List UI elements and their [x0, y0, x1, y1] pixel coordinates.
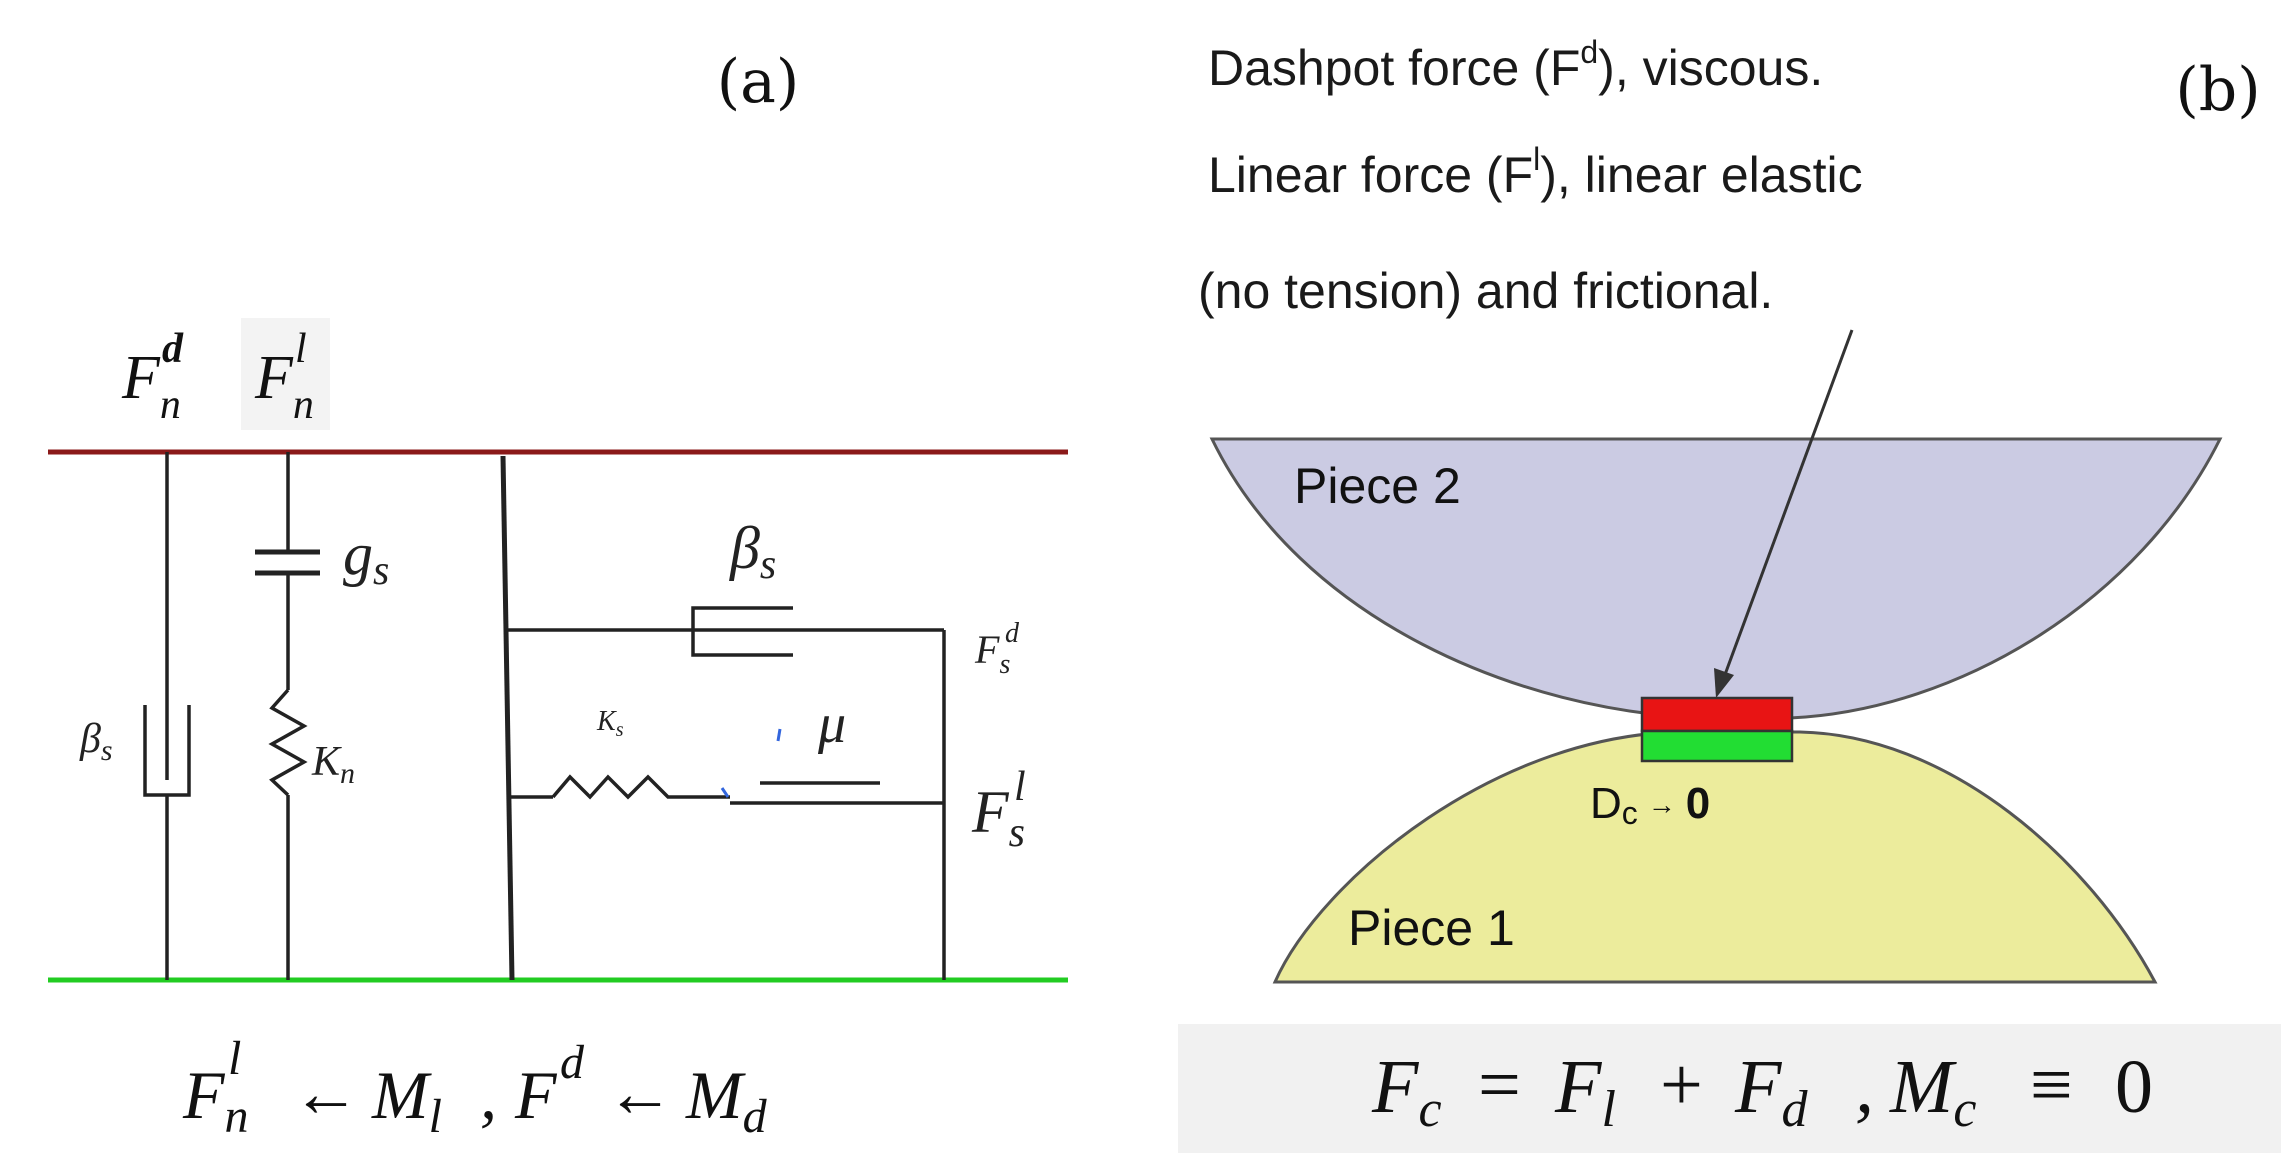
- eq-a-arrow1: ←: [292, 1055, 360, 1131]
- eq-b-comma: ,: [1855, 1045, 1874, 1129]
- eq-b-zero: 0: [2115, 1045, 2153, 1129]
- eq-a-term1: Fn: [182, 1057, 249, 1143]
- panel-b-label: (b): [2175, 55, 2260, 125]
- normal-spring-label: Kn: [311, 739, 355, 790]
- shear-force-d-label: Fs: [974, 627, 1010, 680]
- panel-a: (a) Fn d Fn l: [48, 47, 1068, 1143]
- eq-b-term1: Fc: [1371, 1045, 1442, 1138]
- eq-b-eq: =: [1478, 1043, 1521, 1127]
- top-label-fnl: Fn: [254, 344, 314, 428]
- shear-damper-cup: [691, 606, 793, 657]
- eq-a-term1-sup: l: [228, 1032, 241, 1085]
- contact-label: Dc→0: [1590, 779, 1710, 831]
- panel-b: (b) Dashpot force (Fd), viscous. Linear …: [1178, 34, 2281, 1153]
- top-label-fnl-sup: l: [295, 326, 307, 372]
- shear-force-l-sup: l: [1014, 764, 1026, 810]
- eq-b-term3: Fd: [1734, 1045, 1808, 1138]
- shear-spring-label: Ks: [596, 706, 624, 741]
- eq-b-equiv: ≡: [2030, 1043, 2073, 1127]
- eq-b-plus: +: [1660, 1043, 1703, 1127]
- top-label-fnd: Fn: [121, 344, 181, 428]
- shear-spring-zigzag: [551, 774, 680, 800]
- description-line-3: (no tension) and frictional.: [1198, 263, 1773, 319]
- gap-label: gs: [343, 521, 389, 594]
- shear-main-bar: [500, 455, 515, 981]
- piece-1-label: Piece 1: [1348, 900, 1515, 956]
- top-label-highlight: [241, 318, 330, 430]
- contact-element-bottom: [1640, 729, 1794, 763]
- shear-force-d-sup: d: [1005, 618, 1020, 649]
- equation-b-background: [1178, 1024, 2281, 1153]
- eq-a-term3-sup: d: [560, 1036, 585, 1089]
- description-line-2: Linear force (Fl), linear elastic: [1208, 141, 1863, 203]
- normal-spring-zigzag: [268, 688, 308, 797]
- eq-a-term3: F: [514, 1057, 558, 1133]
- pointer-arrow-line: [1721, 329, 1854, 681]
- normal-damper-label: βs: [79, 716, 113, 767]
- eq-a-arrow2: ←: [606, 1055, 674, 1131]
- contact-element-top: [1640, 696, 1794, 733]
- eq-b-term4: Mc: [1889, 1045, 1976, 1138]
- eq-b-term2: Fl: [1554, 1045, 1616, 1138]
- eq-a-term2: Ml: [371, 1057, 442, 1143]
- blue-mark-1: [776, 728, 782, 742]
- eq-a-comma: ,: [480, 1057, 497, 1133]
- panel-a-label: (a): [717, 47, 800, 117]
- top-label-fnd-sup: d: [162, 326, 184, 372]
- piece-2-label: Piece 2: [1294, 458, 1461, 514]
- pointer-arrow-head: [1714, 668, 1734, 698]
- blue-mark-2: [720, 787, 730, 798]
- eq-a-term4: Md: [685, 1057, 768, 1143]
- shear-force-l-label: Fs: [971, 779, 1025, 856]
- friction-label: μ: [817, 693, 846, 755]
- shear-damper-label: βs: [729, 515, 776, 588]
- description-line-1: Dashpot force (Fd), viscous.: [1208, 34, 1823, 96]
